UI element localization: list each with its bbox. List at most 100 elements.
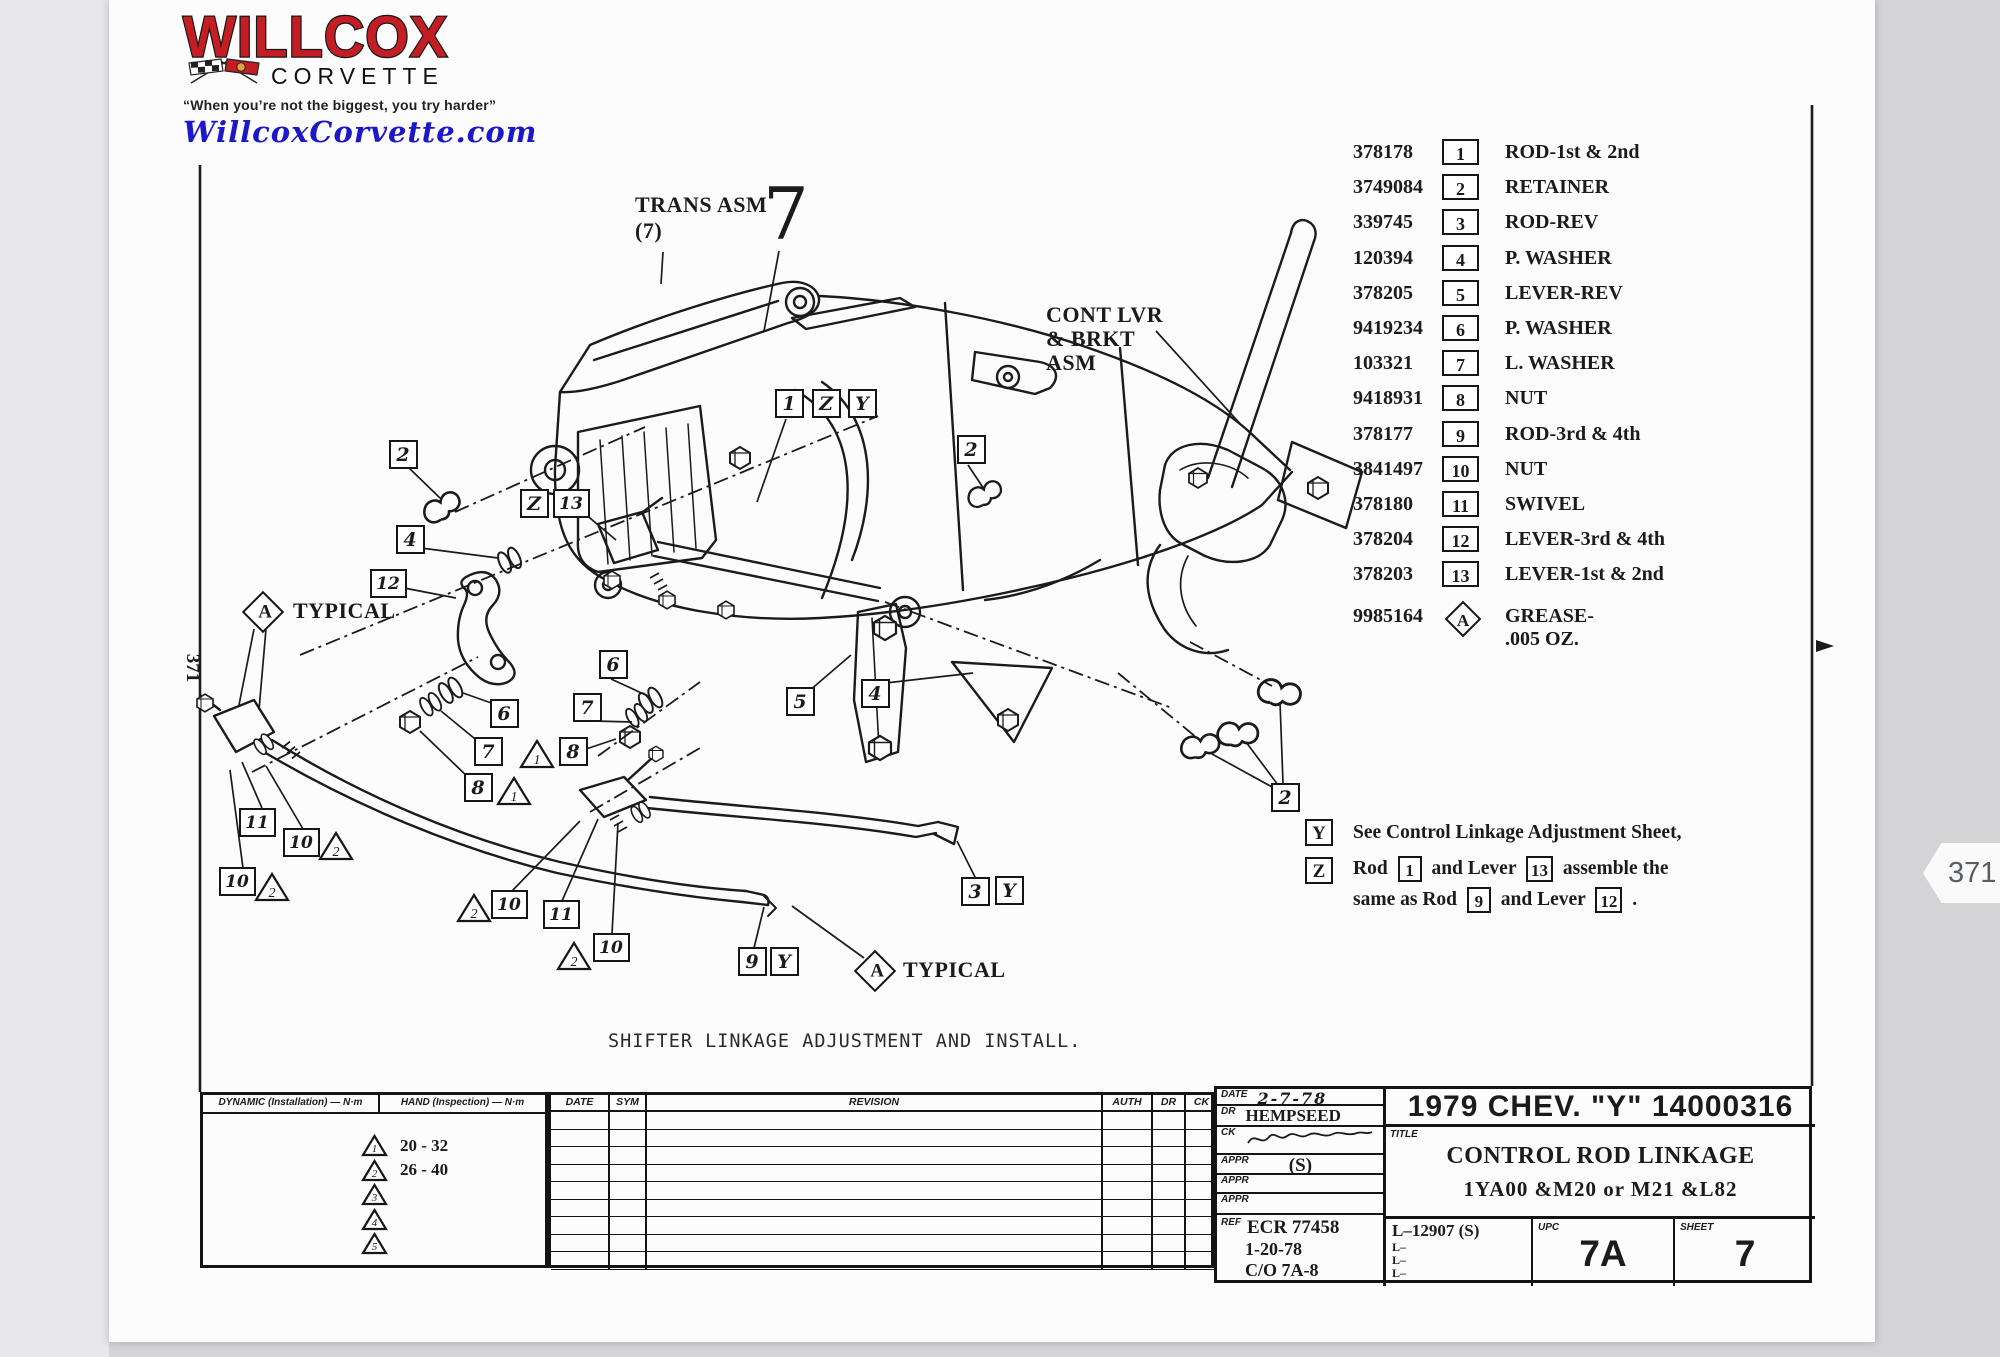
note-z-line: same as Rod 9 and Lever 12 . (1353, 886, 1638, 913)
item-marker-13: 13 (1442, 561, 1479, 588)
callout-2: 2 (254, 871, 290, 907)
item-marker-4: 4 (1442, 244, 1479, 271)
part-number: 339745 (1353, 211, 1413, 234)
trans-asm-label: TRANS ASM (7) (635, 192, 767, 244)
torque-value: 26 - 40 (400, 1160, 449, 1179)
callout-Z: Z (811, 389, 841, 418)
revision-cell (1153, 1234, 1186, 1253)
callout-3: 3 (960, 877, 990, 906)
part-description: NUT (1505, 387, 1548, 410)
logo-website-link[interactable]: WillcoxCorvette.com (183, 115, 538, 149)
part-number: 378205 (1353, 281, 1413, 304)
revision-cell (610, 1199, 647, 1218)
l-number-4: L– (1392, 1266, 1407, 1280)
callout-1: 1 (519, 738, 555, 774)
part-number: 120394 (1353, 246, 1413, 269)
part-number: 378178 (1353, 141, 1413, 163)
callout-4: 4 (860, 679, 890, 708)
revision-cell (647, 1129, 1103, 1148)
revision-cell (610, 1112, 647, 1130)
trans-asm-line2: (7) (635, 218, 663, 243)
revision-cell (1153, 1252, 1186, 1270)
callout-11: 11 (238, 808, 276, 837)
part-number: 378180 (1353, 493, 1413, 515)
callout-Y: Y (847, 389, 877, 418)
part-description: P. WASHER (1505, 317, 1612, 339)
appr-label-2: APPR (1221, 1175, 1249, 1186)
cont-lvr-label: CONT LVR & BRKT ASM (1046, 303, 1163, 375)
revision-cell (647, 1252, 1103, 1270)
svg-text:2: 2 (333, 845, 340, 860)
l-numbers-cell: L–12907 (S) L– L– L– (1386, 1219, 1533, 1286)
logo-brand-text: WILLCOX (182, 4, 449, 69)
ref-value-3: C/O 7A-8 (1245, 1260, 1319, 1280)
item-marker-5: 5 (1442, 279, 1479, 306)
revision-header-revision: REVISION (647, 1095, 1103, 1112)
callout-2: 2 (318, 830, 354, 866)
ref-label: REF (1221, 1217, 1241, 1228)
l-number-3: L– (1392, 1253, 1407, 1267)
revision-cell (647, 1234, 1103, 1253)
revision-cell (610, 1147, 647, 1165)
page-number-flag[interactable]: 371 (1923, 843, 2000, 903)
callout-6: 6 (598, 650, 628, 679)
part-number: 378204 (1353, 528, 1413, 551)
callout-Y: Y (994, 876, 1024, 905)
ref-value-1: ECR 77458 (1247, 1217, 1340, 1238)
revision-cell (1153, 1129, 1186, 1148)
revision-cell (610, 1252, 647, 1270)
part-description: GREASE- .005 OZ. (1505, 604, 1594, 650)
title-label: TITLE (1390, 1129, 1418, 1140)
callout-6: 6 (489, 699, 519, 728)
part-number: 103321 (1353, 352, 1413, 375)
revision-cell (1103, 1164, 1153, 1183)
callout-2: 2 (1270, 783, 1300, 812)
revision-cell (551, 1217, 610, 1235)
callout-8: 8 (558, 737, 588, 766)
revision-cell (610, 1234, 647, 1253)
revision-header-date: DATE (551, 1095, 610, 1112)
revision-cell (551, 1112, 610, 1130)
revision-cell (647, 1112, 1103, 1130)
part-description: ROD-REV (1505, 211, 1599, 234)
part-number: 9418931 (1353, 387, 1423, 410)
torque-table: DYNAMIC (Installation) — N·m HAND (Inspe… (200, 1092, 548, 1268)
revision-cell (551, 1147, 610, 1165)
revision-header-sym: SYM (610, 1095, 647, 1112)
callout-Y: Y (769, 947, 799, 976)
appr-s-value: (S) (1288, 1155, 1313, 1175)
part-description: SWIVEL (1505, 493, 1586, 515)
note-z-text: Rod 1 and Lever 13 assemble the same as R… (1353, 853, 1669, 915)
callout-10: 10 (218, 867, 256, 896)
title-line1: CONTROL ROD LINKAGE (1446, 1143, 1755, 1169)
trans-asm-line1: TRANS ASM (635, 192, 768, 217)
inline-item-box-12: 12 (1595, 886, 1623, 913)
note-z-line: Rod 1 and Lever 13 assemble the (1353, 855, 1669, 882)
callout-4: 4 (395, 525, 425, 554)
svg-text:1: 1 (511, 790, 518, 805)
callout-1: 1 (774, 389, 804, 418)
ref-value-2: 1-20-78 (1245, 1239, 1302, 1259)
revision-cell (1186, 1165, 1217, 1183)
margin-arrow-icon (1816, 640, 1834, 652)
revision-cell (551, 1182, 610, 1200)
part-description: NUT (1505, 457, 1548, 480)
item-marker-A: A (1444, 600, 1482, 637)
revision-cell (610, 1164, 647, 1183)
revision-cell (551, 1252, 610, 1270)
upc-label: UPC (1538, 1222, 1560, 1233)
part-description: L. WASHER (1505, 352, 1615, 375)
item-marker-7: 7 (1442, 350, 1479, 377)
title-cell: TITLE CONTROL ROD LINKAGE 1YA00 &M20 or … (1386, 1127, 1815, 1219)
item-marker-2: 2 (1442, 174, 1479, 201)
title-block: DATE 2-7-78 DR HEMPSEED CK APPR (S) APPR… (1214, 1086, 1815, 1286)
